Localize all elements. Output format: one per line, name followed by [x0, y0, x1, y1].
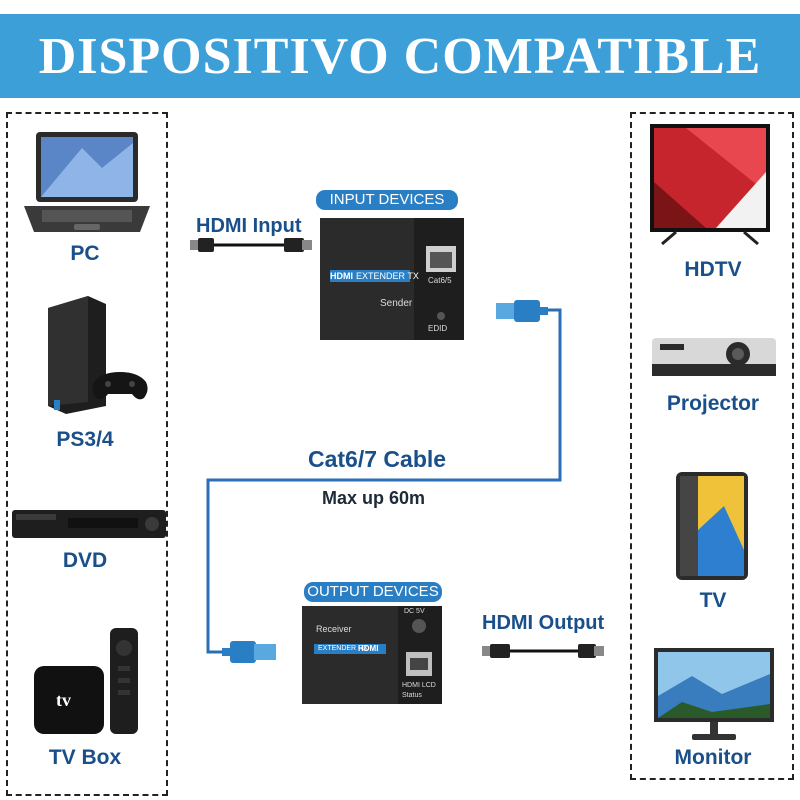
receiver-brand: HDMI: [358, 644, 379, 653]
receiver-port-label: HDMI LCD: [402, 682, 436, 689]
projector-icon: [652, 338, 776, 376]
receiver-device-body: [302, 606, 442, 704]
cat-cable-line: [206, 308, 562, 654]
source-devices-panel: [6, 112, 168, 796]
tv-box-logo: tv: [56, 690, 71, 710]
output-devices-badge: OUTPUT DEVICES: [304, 582, 442, 602]
page-title: DISPOSITIVO COMPATIBLE: [38, 27, 762, 85]
game-console-icon: [48, 296, 148, 414]
receiver-power-label: DC 5V: [404, 608, 425, 615]
hdmi-input-cable: [190, 238, 312, 252]
sender-brand: HDMI: [330, 271, 353, 281]
display-devices-panel: [630, 112, 794, 780]
display-label-hdtv: HDTV: [684, 258, 742, 281]
tv-box-icon: [34, 628, 138, 734]
display-label-monitor: Monitor: [674, 746, 752, 769]
source-label-dvd: DVD: [62, 549, 108, 572]
hdmi-input-label: HDMI Input: [196, 215, 302, 237]
input-devices-badge: INPUT DEVICES: [316, 190, 458, 210]
receiver-device: HDMI EXTENDER RX Receiver HDMI LCD DC 5V…: [300, 602, 444, 706]
receiver-model: EXTENDER RX: [318, 645, 368, 652]
sender-port-label: Cat6/5: [428, 276, 452, 285]
hdmi-output-cable: [482, 644, 604, 658]
sender-edid-label: EDID: [428, 324, 448, 333]
sender-device: HDMI EXTENDER TX Sender Cat6/5 EDID: [318, 212, 466, 342]
hdmi-output-label: HDMI Output: [482, 612, 605, 634]
display-label-tv: TV: [699, 589, 727, 612]
hdtv-icon: [650, 124, 770, 246]
tablet-icon: [676, 472, 748, 580]
rj45-connector-output: [222, 641, 276, 663]
sender-model: EXTENDER TX: [356, 271, 419, 281]
receiver-status-label: Status: [402, 692, 422, 699]
rj45-connector-input: [496, 300, 548, 322]
cable-sublabel: Max up 60m: [322, 488, 426, 508]
cable-label: Cat6/7 Cable: [308, 446, 447, 472]
source-label-tv-box: TV Box: [48, 746, 122, 769]
sender-role: Sender: [380, 298, 413, 309]
sender-device-body: [320, 218, 464, 340]
title-banner: DISPOSITIVO COMPATIBLE: [0, 14, 800, 98]
source-label-ps: PS3/4: [56, 428, 114, 451]
monitor-icon: [654, 648, 774, 740]
laptop-icon: [24, 132, 150, 232]
source-label-pc: PC: [70, 242, 100, 265]
receiver-role: Receiver: [316, 624, 352, 634]
dvd-player-icon: [12, 510, 166, 538]
display-label-projector: Projector: [666, 392, 760, 415]
